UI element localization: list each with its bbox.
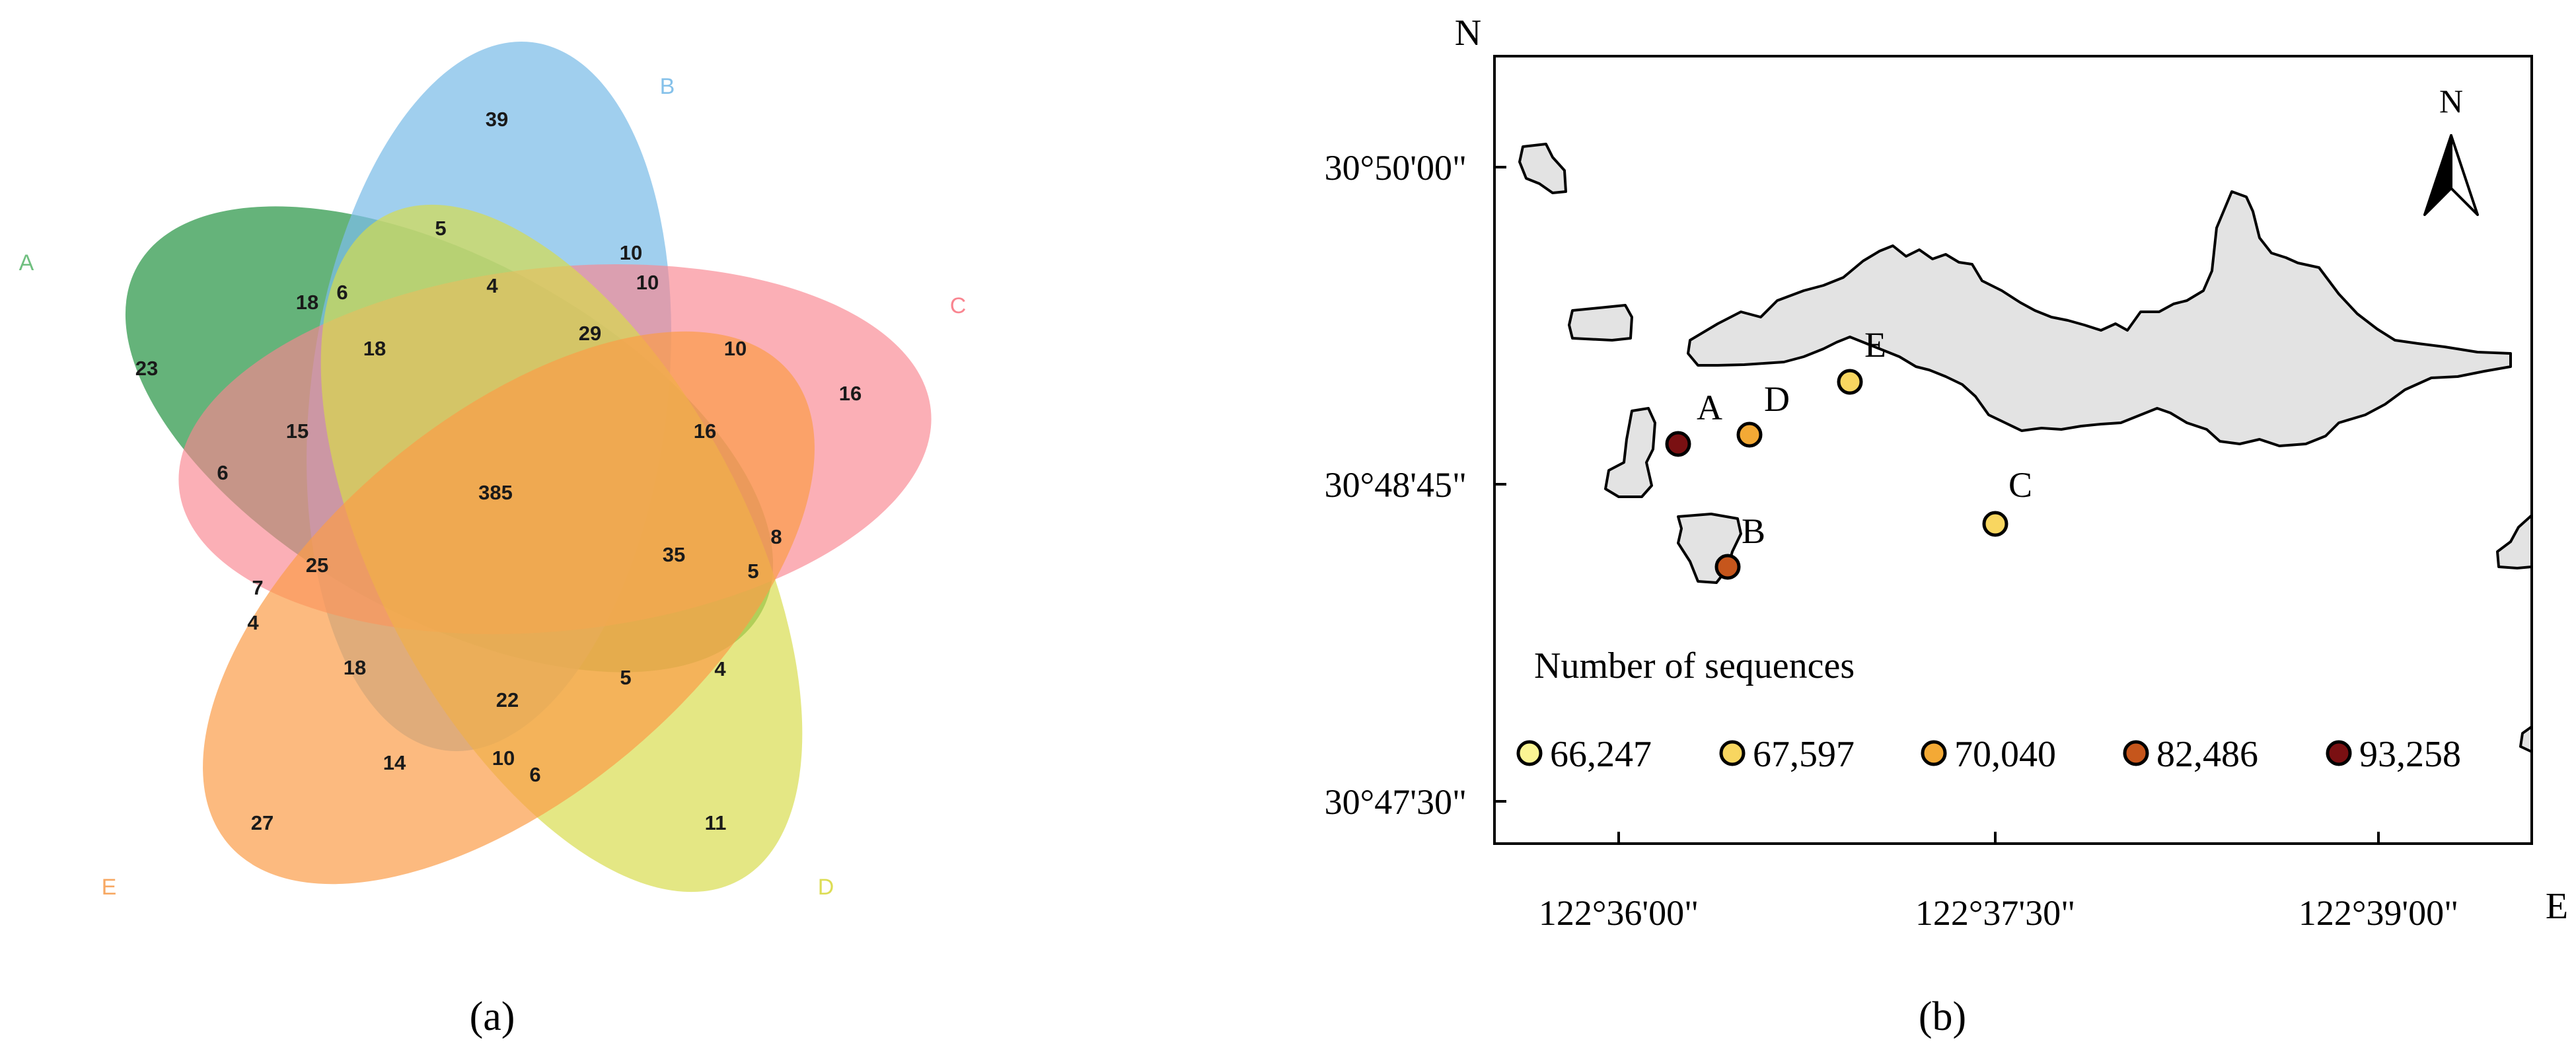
venn-set-label-e: E (102, 875, 117, 900)
lat-tick-label: 30°48'45" (1325, 465, 1467, 505)
lon-tick-label: 122°39'00" (2299, 893, 2458, 933)
region-count: 6 (336, 281, 348, 304)
legend-entry: 70,040 (1921, 734, 2056, 775)
region-count: 8 (770, 525, 782, 548)
region-count: 16 (694, 419, 716, 443)
region-count: 10 (636, 271, 659, 294)
region-count: 29 (579, 322, 601, 345)
site-marker-c (1982, 511, 2008, 537)
venn-set-e-ellipse (203, 331, 815, 885)
islet-west (1568, 304, 1633, 342)
longitude-axis (1617, 832, 2380, 844)
islet-east-edge (2496, 514, 2533, 569)
panel-b-label: (b) (1919, 994, 1966, 1039)
venn-set-label-a: A (19, 250, 34, 275)
region-count: 4 (714, 657, 726, 680)
region-count: 6 (217, 461, 228, 484)
region-count: 25 (306, 554, 328, 577)
venn-diagram: A B C D E 39 5 10 10 4 29 10 18 6 18 23 … (19, 42, 967, 1039)
region-count: 5 (747, 560, 758, 583)
sampling-sites: A B C D E (1665, 325, 2032, 580)
region-count: 4 (486, 274, 498, 297)
region-count: 39 (486, 108, 508, 131)
legend-swatch (2326, 740, 2352, 766)
legend-entry: 67,597 (1719, 734, 1855, 775)
region-count: 18 (344, 656, 366, 679)
east-corner-label: E (2546, 886, 2568, 927)
region-count: 10 (620, 241, 642, 264)
legend-entry: 66,247 (1516, 734, 1652, 775)
legend-entry: 82,486 (2123, 734, 2258, 775)
region-count: 7 (252, 576, 263, 599)
site-label-c: C (2008, 465, 2032, 505)
region-count: 14 (383, 751, 406, 774)
legend-entry: 93,258 (2326, 734, 2461, 775)
legend-label: 70,040 (1954, 734, 2056, 775)
lat-tick-label: 30°47'30" (1325, 782, 1467, 822)
site-map: A B C D E N Number of sequences 66,247 6… (1325, 13, 2568, 1039)
lon-tick-label: 122°36'00" (1539, 893, 1699, 933)
site-marker-d (1736, 421, 1763, 448)
north-arrow-label: N (2439, 83, 2463, 120)
region-count: 35 (663, 543, 685, 566)
region-count: 4 (247, 611, 259, 634)
region-count: 22 (496, 688, 519, 711)
region-count: 18 (296, 291, 318, 314)
legend-swatch (1516, 740, 1543, 766)
region-count: 5 (620, 666, 631, 689)
north-corner-label: N (1455, 13, 1481, 54)
island-west-small (1604, 407, 1656, 498)
venn-set-label-b: B (660, 74, 675, 99)
legend-swatch (1921, 740, 1947, 766)
region-count: 27 (251, 811, 274, 834)
venn-set-label-c: C (950, 293, 967, 318)
legend: Number of sequences 66,247 67,597 70,040… (1516, 645, 2461, 775)
region-count: 10 (724, 337, 747, 360)
region-count: 385 (478, 481, 513, 504)
legend-swatch (1719, 740, 1746, 766)
islet-northwest (1518, 143, 1567, 194)
site-label-e: E (1864, 325, 1886, 365)
lon-tick-label: 122°37'30" (1915, 893, 2075, 933)
legend-label: 93,258 (2359, 734, 2461, 775)
north-arrow-icon: N (2423, 83, 2479, 216)
lat-tick-label: 30°50'00" (1325, 148, 1467, 188)
site-marker-a (1665, 431, 1691, 457)
panel-a-label: (a) (470, 994, 515, 1039)
region-count: 10 (492, 747, 515, 770)
latitude-axis (1494, 166, 1506, 803)
venn-set-label-d: D (818, 875, 834, 900)
legend-label: 67,597 (1753, 734, 1855, 775)
islet-southeast-edge (2519, 725, 2533, 753)
region-count: 11 (705, 811, 727, 834)
region-count: 16 (839, 382, 862, 405)
venn-region-counts: 39 5 10 10 4 29 10 18 6 18 23 15 16 6 38… (135, 108, 862, 834)
legend-title: Number of sequences (1534, 645, 1855, 686)
site-marker-b (1714, 554, 1741, 580)
region-count: 23 (135, 357, 158, 380)
site-marker-e (1837, 369, 1863, 395)
main-island (1687, 190, 2512, 447)
region-count: 5 (435, 217, 446, 240)
legend-swatch (2123, 740, 2149, 766)
region-count: 15 (286, 419, 309, 443)
legend-label: 66,247 (1550, 734, 1652, 775)
site-label-d: D (1764, 379, 1790, 419)
site-label-b: B (1742, 511, 1765, 551)
legend-label: 82,486 (2156, 734, 2258, 775)
region-count: 6 (529, 763, 540, 786)
site-label-a: A (1697, 388, 1722, 427)
region-count: 18 (363, 337, 386, 360)
